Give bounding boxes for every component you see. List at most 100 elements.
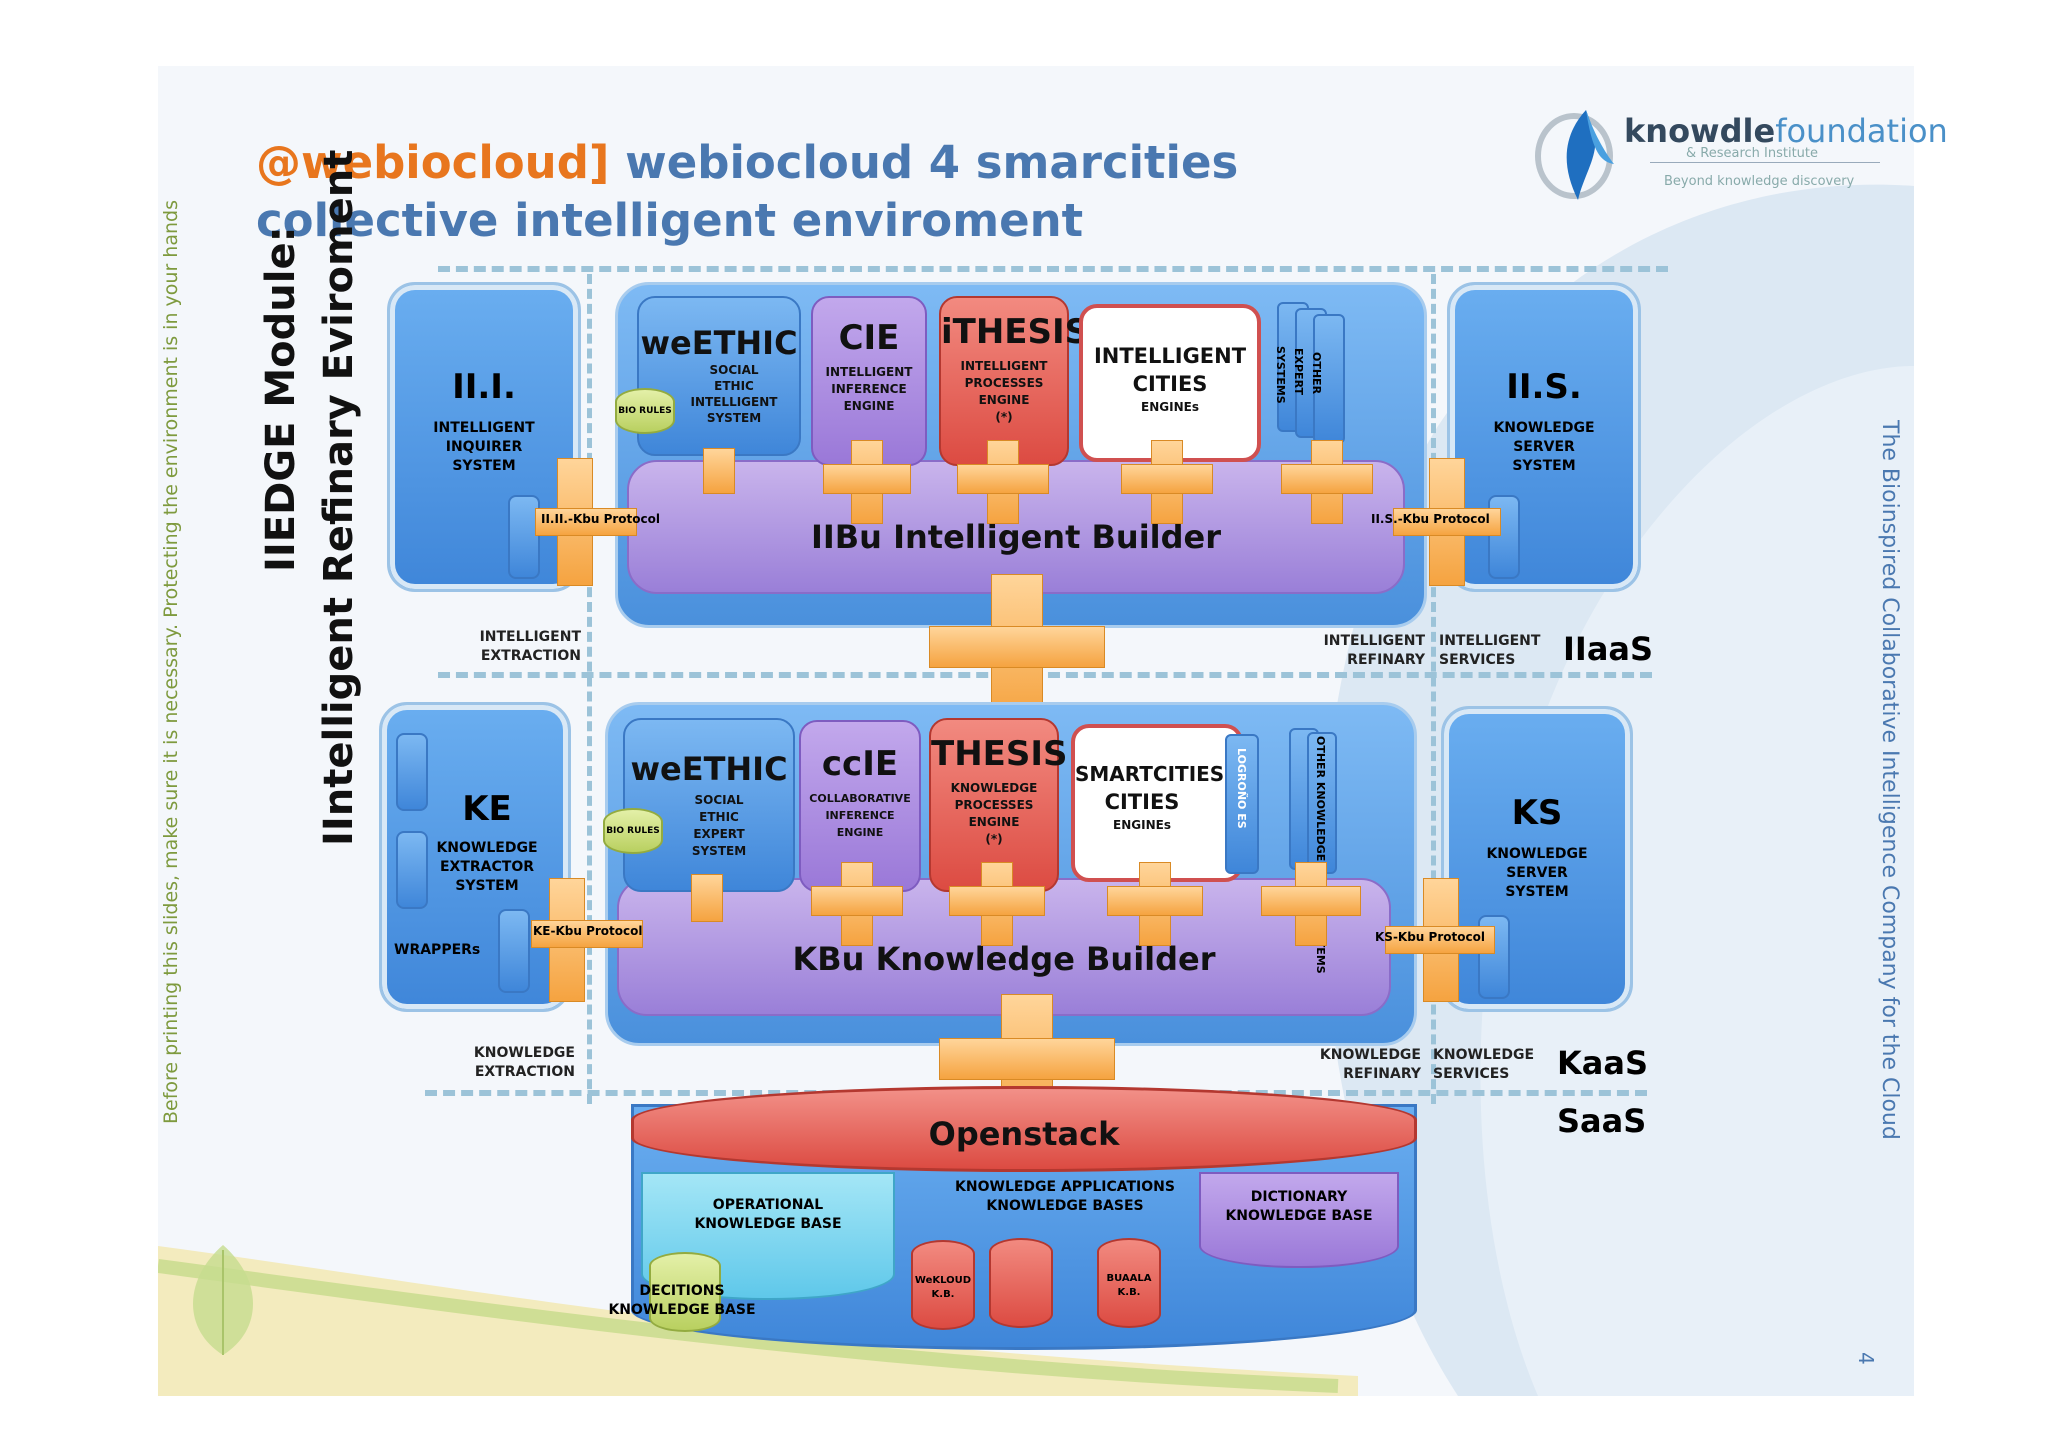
weethic-lower-arrow	[691, 874, 723, 922]
side-note: Before printing this slides, make sure i…	[160, 200, 182, 1124]
ii-inquirer-desc-2: INQUIRER	[445, 439, 523, 455]
ke-title: KE	[462, 789, 512, 829]
operational-kb-label-2: KNOWLEDGE BASE	[694, 1216, 842, 1232]
ccie-title: ccIE	[821, 744, 899, 784]
ccie-arrow-horizontal	[811, 886, 903, 916]
ii-inquirer-desc-3: SYSTEM	[452, 458, 516, 474]
iiaas-layer-label: IIaaS	[1563, 630, 1654, 668]
weethic-upper-box: weETHIC SOCIAL ETHIC INTELLIGENT SYSTEM	[637, 296, 801, 456]
intelligent-extraction-label-1: INTELLIGENT	[479, 629, 581, 645]
cie-title: CIE	[838, 318, 900, 358]
ke-wrappers-label: WRAPPERs	[394, 942, 481, 958]
ii-server-title: II.S.	[1506, 367, 1582, 407]
separator-right-vertical	[1431, 274, 1436, 1104]
intelligent-extraction-label-2: EXTRACTION	[480, 648, 581, 664]
intelligent-services-label: INTELLIGENT SERVICES	[1439, 632, 1541, 670]
cities-arrow-horizontal	[1121, 464, 1213, 494]
ithesis-desc-4: (*)	[995, 410, 1013, 424]
iibu-kbu-arrow-horizontal	[929, 626, 1105, 668]
bio-rules-lower-label: BIO RULES	[606, 826, 660, 836]
dictionary-kb-label-1: DICTIONARY	[1250, 1189, 1348, 1205]
logrono-label: LOGROÑO ES	[1235, 748, 1248, 829]
smartcities-title-2: CITIES	[1104, 790, 1180, 814]
knowdle-logo-icon	[1535, 110, 1614, 200]
ke-wrapper-2	[396, 831, 428, 909]
thesis-arrow-horizontal	[949, 886, 1045, 916]
knowledge-applications-label-1: KNOWLEDGE APPLICATIONS	[955, 1179, 1175, 1195]
other-arrow-horizontal	[1281, 464, 1373, 494]
title-rest: webiocloud 4 smarcities	[609, 136, 1239, 189]
operational-kb-label: OPERATIONAL KNOWLEDGE BASE	[643, 1196, 893, 1234]
other-knowledge-arrow-horizontal	[1261, 886, 1361, 916]
ii-inquirer-title: II.I.	[452, 367, 516, 407]
intelligent-refinary-label-1: INTELLIGENT	[1323, 633, 1425, 649]
cie-arrow-horizontal	[823, 464, 911, 494]
ke-desc: KNOWLEDGE EXTRACTOR SYSTEM	[422, 839, 552, 896]
ithesis-desc: INTELLIGENT PROCESSES ENGINE (*)	[941, 358, 1067, 426]
weethic-upper-desc-1: SOCIAL	[709, 363, 759, 377]
logo-brand-bold: knowdle	[1624, 112, 1776, 150]
ii-server-panel: II.S. KNOWLEDGE SERVER SYSTEM	[1447, 282, 1641, 592]
other-expert-systems-label-2: EXPERT	[1292, 348, 1305, 396]
thesis-desc-4: (*)	[985, 832, 1003, 846]
weethic-lower-desc: SOCIAL ETHIC EXPERT SYSTEM	[645, 792, 793, 860]
ii-protocol-label: II.II.-Kbu Protocol	[541, 512, 660, 526]
separator-top	[438, 266, 1668, 272]
ithesis-desc-2: PROCESSES	[964, 376, 1044, 390]
knowledge-refinary-label-1: KNOWLEDGE	[1319, 1047, 1421, 1063]
ithesis-title: iTHESIS	[941, 312, 1090, 352]
logo-brand-light: foundation	[1775, 112, 1948, 150]
is-protocol-arrow-horizontal	[1393, 508, 1501, 536]
leaf-icon	[193, 1245, 253, 1355]
knowledge-applications-label: KNOWLEDGE APPLICATIONS KNOWLEDGE BASES	[905, 1178, 1225, 1216]
kbu-openstack-arrow-horizontal	[939, 1038, 1115, 1080]
ii-inquirer-desc-1: INTELLIGENT	[433, 420, 535, 436]
ks-protocol-arrow-horizontal	[1385, 926, 1495, 954]
ii-inquirer-connector	[508, 495, 540, 579]
title-bracket: ]	[588, 136, 610, 189]
title-line-1: @webiocloud] webiocloud 4 smarcities	[256, 136, 1238, 189]
ithesis-box: iTHESIS INTELLIGENT PROCESSES ENGINE (*)	[939, 296, 1090, 466]
thesis-title: THESIS	[931, 734, 1068, 774]
page-number: 4	[1854, 1352, 1878, 1365]
operational-kb-label-1: OPERATIONAL	[712, 1197, 824, 1213]
logo-tagline: Beyond knowledge discovery	[1664, 174, 1855, 189]
ke-protocol-arrow-horizontal	[531, 920, 643, 948]
smartcities-title-1: SMARTCITIES	[1075, 762, 1225, 786]
logo-divider	[1650, 162, 1880, 163]
separator-iiaas	[438, 672, 1652, 678]
other-expert-systems-label-1: SYSTEMS	[1274, 346, 1287, 404]
intelligent-services-label-1: INTELLIGENT	[1439, 633, 1541, 649]
thesis-desc-3: ENGINE	[968, 815, 1020, 829]
ke-connector	[498, 909, 530, 993]
kbu-builder-label: KBu Knowledge Builder	[792, 940, 1216, 978]
intelligent-refinary-label-2: REFINARY	[1347, 652, 1425, 668]
cie-desc-3: ENGINE	[843, 399, 895, 413]
title-handle: @webiocloud	[256, 136, 589, 189]
ks-title: KS	[1511, 793, 1563, 833]
weethic-upper-desc: SOCIAL ETHIC INTELLIGENT SYSTEM	[669, 362, 799, 426]
cie-desc: INTELLIGENT INFERENCE ENGINE	[813, 364, 925, 415]
thesis-desc-1: KNOWLEDGE	[950, 781, 1038, 795]
weethic-lower-desc-1: SOCIAL	[694, 793, 744, 807]
intelligent-cities-sub: ENGINEs	[1141, 400, 1199, 414]
dictionary-kb-label: DICTIONARY KNOWLEDGE BASE	[1201, 1188, 1397, 1226]
ii-inquirer-desc: INTELLIGENT INQUIRER SYSTEM	[390, 419, 578, 476]
ii-server-desc-1: KNOWLEDGE	[1493, 420, 1595, 436]
smartcities-arrow-horizontal	[1107, 886, 1203, 916]
smartcities-sub: ENGINEs	[1113, 818, 1171, 832]
openstack-cylinder-top: Openstack	[631, 1086, 1417, 1172]
weethic-upper-desc-2: ETHIC	[714, 379, 754, 393]
weethic-upper-desc-3: INTELLIGENT	[690, 395, 778, 409]
logo-brand: knowdlefoundation	[1624, 112, 1948, 150]
weethic-upper-desc-4: SYSTEM	[706, 411, 762, 425]
title-line-2: collective intelligent enviroment	[256, 194, 1084, 247]
unnamed-kb-cylinder	[989, 1238, 1053, 1328]
ks-desc-1: KNOWLEDGE	[1486, 846, 1588, 862]
intelligent-cities-box: INTELLIGENT CITIES ENGINEs	[1079, 304, 1261, 462]
ke-protocol-label: KE-Kbu Protocol	[533, 924, 643, 938]
wekloud-kb-label-2: K.B.	[931, 1289, 955, 1300]
buaala-kb-label-1: BUAALA	[1106, 1273, 1152, 1284]
architecture-diagram: II.I. INTELLIGENT INQUIRER SYSTEM II.S. …	[345, 178, 1725, 1408]
buaala-kb-label-2: K.B.	[1117, 1287, 1141, 1298]
